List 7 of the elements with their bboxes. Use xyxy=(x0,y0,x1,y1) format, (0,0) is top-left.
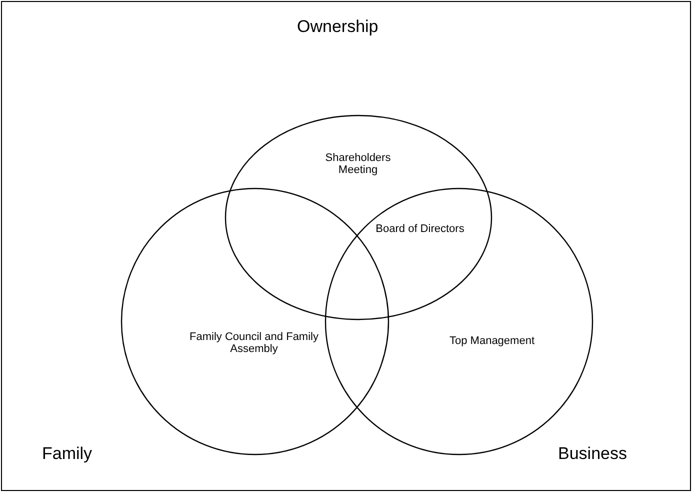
region-label: Board of Directors xyxy=(374,223,466,235)
circle-title: Ownership xyxy=(297,17,378,37)
region-label: Shareholders Meeting xyxy=(324,152,392,176)
region-label: Family Council and Family Assembly xyxy=(189,331,319,355)
circle-title: Family xyxy=(42,444,92,464)
circle-title: Business xyxy=(558,444,627,464)
region-label: Top Management xyxy=(448,335,536,347)
